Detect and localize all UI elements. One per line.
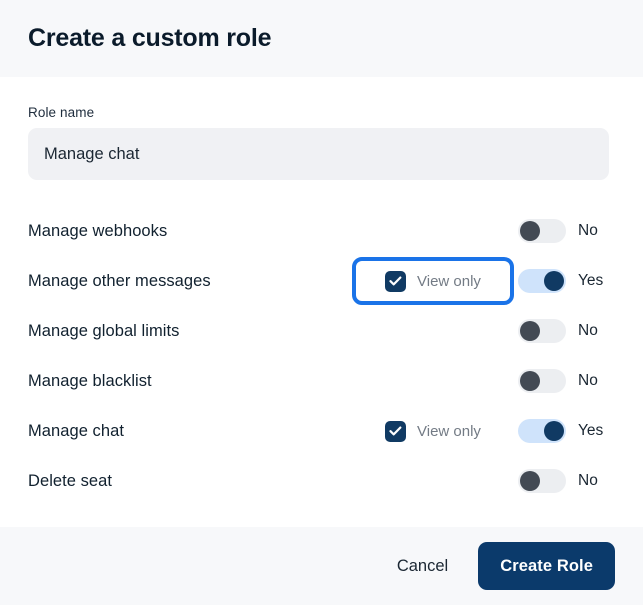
toggle-knob <box>520 221 540 241</box>
permission-toggle-group: No <box>514 469 615 493</box>
permission-label: Manage blacklist <box>28 371 152 390</box>
permission-label: Manage chat <box>28 421 124 440</box>
permission-row: Manage global limits View onlyNo <box>28 306 615 356</box>
permission-toggle-group: No <box>514 369 615 393</box>
toggle-state-label: No <box>578 322 598 339</box>
toggle-knob <box>520 321 540 341</box>
toggle-knob <box>520 471 540 491</box>
permission-row: Manage other messages View only Yes <box>28 256 615 306</box>
cancel-button[interactable]: Cancel <box>385 547 460 586</box>
permission-toggle-group: Yes <box>514 269 615 293</box>
permission-controls: View only Yes <box>352 256 615 306</box>
toggle-knob <box>544 421 564 441</box>
permission-toggle[interactable] <box>518 219 566 243</box>
permission-controls: View only Yes <box>352 406 615 456</box>
permission-controls: View onlyNo <box>352 356 615 406</box>
toggle-state-label: Yes <box>578 272 604 289</box>
dialog-header: Create a custom role <box>0 0 643 77</box>
view-only-label: View only <box>417 272 481 290</box>
permission-toggle[interactable] <box>518 319 566 343</box>
permission-label: Manage other messages <box>28 271 211 290</box>
toggle-state-label: No <box>578 472 598 489</box>
role-name-input[interactable] <box>28 128 609 180</box>
checkmark-icon[interactable] <box>385 420 406 442</box>
permission-toggle[interactable] <box>518 469 566 493</box>
toggle-knob <box>520 371 540 391</box>
permission-label: Delete seat <box>28 471 113 490</box>
permission-row: Manage chat View only Yes <box>28 406 615 456</box>
permission-row: Manage blacklist View onlyNo <box>28 356 615 406</box>
permission-label: Manage global limits <box>28 321 180 340</box>
permission-toggle-group: No <box>514 319 615 343</box>
toggle-state-label: Yes <box>578 422 604 439</box>
permission-toggle-group: Yes <box>514 419 615 443</box>
checkmark-icon[interactable] <box>385 270 406 292</box>
permissions-list: Manage webhooksView onlyNoManage other m… <box>28 206 615 506</box>
permission-controls: View onlyNo <box>352 306 615 356</box>
permission-row: Delete seat View onlyNo <box>28 456 615 506</box>
view-only-checkbox-group[interactable]: View only <box>352 257 514 305</box>
permission-controls: View onlyNo <box>352 456 615 506</box>
dialog-body: Role name // secondary placeholder bindi… <box>0 77 643 527</box>
role-name-label: Role name <box>28 105 95 120</box>
toggle-state-label: No <box>578 372 598 389</box>
permission-row: Manage webhooks View onlyNo <box>28 206 615 256</box>
permission-toggle[interactable] <box>518 269 566 293</box>
permission-toggle-group: No <box>514 219 615 243</box>
permission-toggle[interactable] <box>518 369 566 393</box>
permission-toggle[interactable] <box>518 419 566 443</box>
view-only-label: View only <box>417 422 481 440</box>
page-title: Create a custom role <box>28 24 272 52</box>
toggle-state-label: No <box>578 222 598 239</box>
view-only-checkbox-group[interactable]: View only <box>352 407 514 455</box>
toggle-knob <box>544 271 564 291</box>
create-role-button[interactable]: Create Role <box>478 542 615 590</box>
permission-label: Manage webhooks <box>28 221 168 240</box>
permission-controls: View onlyNo <box>352 206 615 256</box>
dialog-footer: Cancel Create Role <box>0 527 643 605</box>
